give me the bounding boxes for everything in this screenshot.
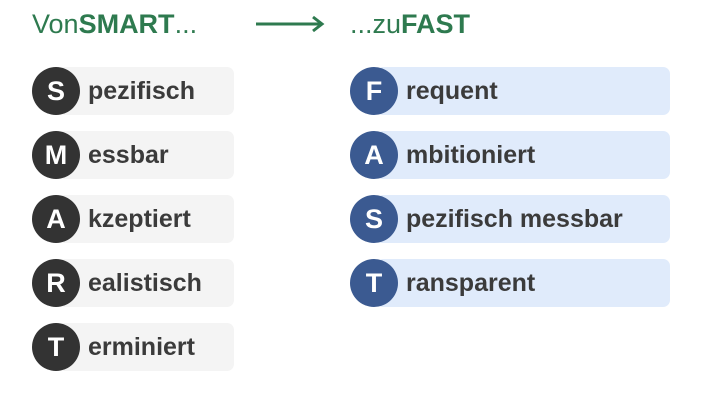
smart-letter-badge: M <box>32 131 80 179</box>
smart-item-text: pezifisch <box>88 76 195 105</box>
fast-item-text: pezifisch messbar <box>406 204 623 233</box>
fast-letter-badge: S <box>350 195 398 243</box>
smart-item-background <box>58 131 234 179</box>
fast-item-text: ransparent <box>406 268 536 297</box>
heading-left-suffix: ... <box>174 8 198 39</box>
smart-letter-badge: T <box>32 323 80 371</box>
smart-item-text: erminiert <box>88 332 195 361</box>
smart-item-background <box>58 195 234 243</box>
fast-letter-badge: F <box>350 67 398 115</box>
smart-item-background <box>58 323 234 371</box>
right-arrow-icon <box>256 15 325 33</box>
heading-from-smart: Von SMART ... <box>32 6 197 42</box>
smart-letter-badge: S <box>32 67 80 115</box>
heading-left-emphasis: SMART <box>78 8 175 39</box>
smart-letter-badge: R <box>32 259 80 307</box>
fast-letter-badge: T <box>350 259 398 307</box>
fast-item-background <box>376 67 670 115</box>
smart-item-text: kzeptiert <box>88 204 191 233</box>
fast-item-text: mbitioniert <box>406 140 536 169</box>
smart-item-text: essbar <box>88 140 169 169</box>
smart-item-text: ealistisch <box>88 268 202 297</box>
smart-item-background <box>58 259 234 307</box>
heading-left-prefix: Von <box>32 8 79 39</box>
smart-letter-badge: A <box>32 195 80 243</box>
fast-item-text: requent <box>406 76 498 105</box>
heading-right-emphasis: FAST <box>401 8 471 39</box>
heading-to-fast: ...zu FAST <box>350 6 470 42</box>
heading-right-prefix: ...zu <box>350 8 402 39</box>
fast-item-background <box>376 131 670 179</box>
smart-item-background <box>58 67 234 115</box>
fast-letter-badge: A <box>350 131 398 179</box>
fast-item-background <box>376 259 670 307</box>
fast-item-background <box>376 195 670 243</box>
